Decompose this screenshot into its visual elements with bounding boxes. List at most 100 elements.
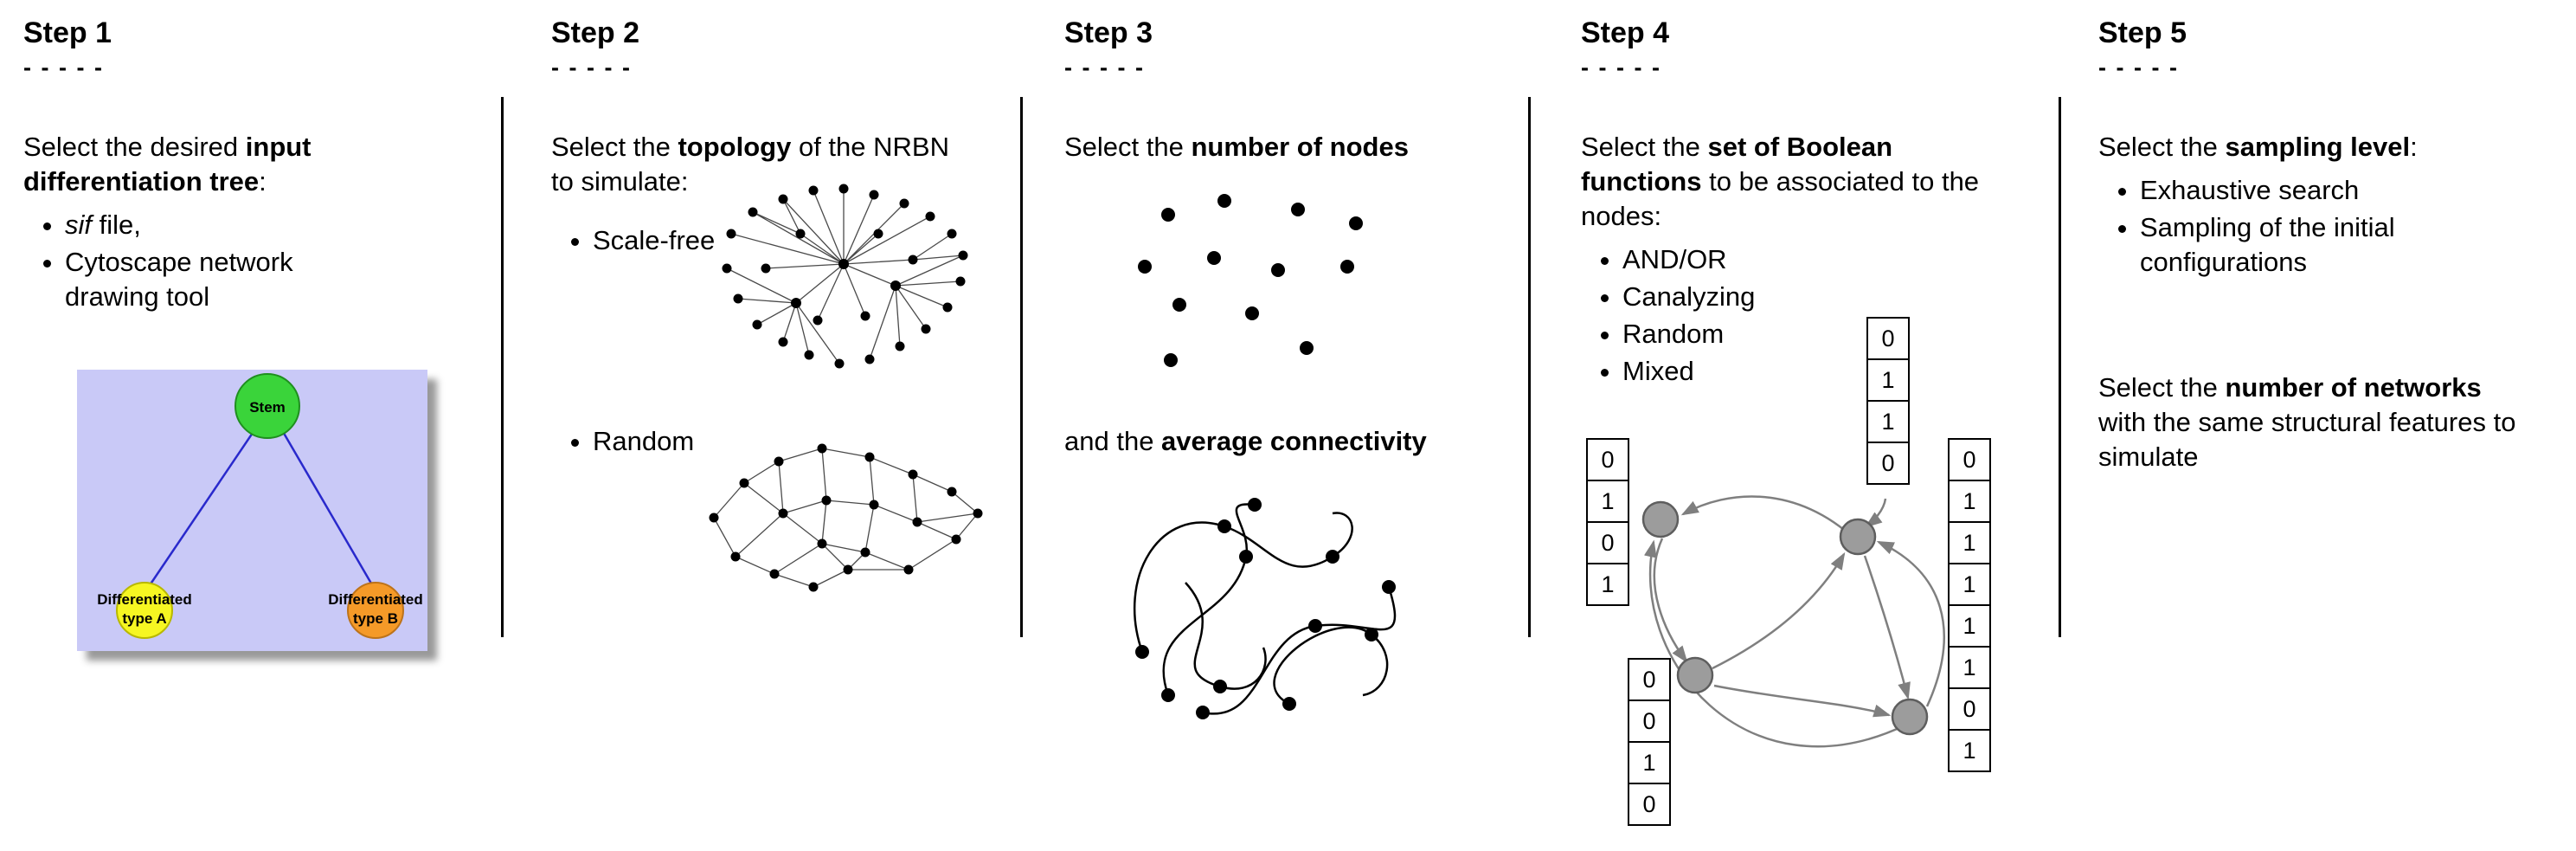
- text-segment: Select the: [551, 131, 678, 162]
- text-segment: Select the: [2098, 131, 2226, 162]
- text-segment: Select the: [1581, 131, 1708, 162]
- column-separator: [501, 97, 504, 637]
- truth-table-cell: 1: [1586, 480, 1629, 523]
- stem-label: Stem: [249, 399, 286, 416]
- text-segment: and the: [1064, 426, 1162, 456]
- random-network-nodes: [709, 443, 983, 592]
- connectivity-tangle-illustration: [1112, 474, 1423, 730]
- tree-edge-a: [146, 429, 256, 589]
- type-a-label-line2: type A: [122, 610, 166, 627]
- truth-table-cell: 0: [1586, 438, 1629, 481]
- tangle-nodes: [1135, 498, 1396, 719]
- text-segment: Exhaustive search: [2140, 174, 2360, 205]
- type-b-label-line1: Differentiated: [328, 591, 423, 608]
- truth-table-cell: 1: [1948, 563, 1991, 606]
- bullet-scale-free: Scale-free: [593, 223, 958, 258]
- text-segment-bold: input differentiation tree: [23, 131, 312, 197]
- nodes-scatter-illustration: [1129, 190, 1389, 394]
- step-1-column: Step 1 - - - - - Select the desired inpu…: [23, 16, 491, 317]
- text-segment: Cytoscape network drawing tool: [65, 246, 293, 312]
- truth-table-cell: 1: [1948, 521, 1991, 564]
- truth-table-cell: 1: [1948, 480, 1991, 523]
- boolean-network-node: [1676, 656, 1714, 694]
- text-segment: :: [259, 165, 267, 197]
- random-network-illustration: [692, 418, 986, 604]
- text-segment: Random: [1622, 318, 1725, 349]
- text-segment: AND/OR: [1622, 243, 1727, 274]
- bullet-and-or: AND/OR: [1622, 242, 2014, 277]
- step-2-column: Step 2 - - - - - Select the topology of …: [551, 16, 958, 461]
- text-segment-bold: average connectivity: [1161, 426, 1427, 456]
- type-a-label-line1: Differentiated: [97, 591, 192, 608]
- truth-table-cell: 1: [1948, 604, 1991, 648]
- text-segment: Select the: [1064, 131, 1192, 162]
- text-segment: Scale-free: [593, 224, 716, 255]
- step-4-title: Step 4: [1581, 16, 1670, 49]
- type-b-node: [347, 582, 404, 639]
- bullet-mixed: Mixed: [1622, 354, 2014, 389]
- step-4-instruction: Select the set of Boolean functions to b…: [1581, 130, 2014, 234]
- step-2-dashed-rule: - - - - -: [551, 54, 632, 81]
- step-5-column: Step 5 - - - - - Select the sampling lev…: [2098, 16, 2531, 474]
- stem-node: [234, 373, 300, 439]
- text-segment-bold: topology: [678, 131, 792, 162]
- text-segment-italic: sif: [65, 209, 92, 240]
- step-1-instruction: Select the desired input differentiation…: [23, 130, 491, 199]
- bullet-random: Random: [593, 424, 958, 459]
- text-segment: :: [2410, 131, 2418, 162]
- step-5-bullet-list: Exhaustive search Sampling of the initia…: [2098, 173, 2531, 280]
- truth-table-cell: 0: [1628, 658, 1671, 701]
- tangle-curves: [1134, 503, 1397, 715]
- text-segment: of the NRBN to simulate:: [551, 131, 949, 197]
- step-4-column: Step 4 - - - - - Select the set of Boole…: [1581, 16, 2014, 391]
- truth-table-cell: 0: [1866, 317, 1910, 360]
- type-b-label-line2: type B: [353, 610, 398, 627]
- step-1-title: Step 1: [23, 16, 112, 49]
- step-5-dashed-rule: - - - - -: [2098, 54, 2179, 81]
- bullet-exhaustive-search: Exhaustive search: [2140, 173, 2531, 208]
- step-3-dashed-rule: - - - - -: [1064, 54, 1145, 81]
- column-separator: [1020, 97, 1023, 637]
- step-5-title: Step 5: [2098, 16, 2187, 49]
- truth-table-cell: 0: [1948, 687, 1991, 731]
- column-separator: [1528, 97, 1531, 637]
- text-segment-bold: set of Boolean functions: [1581, 131, 1893, 197]
- text-segment-bold: sampling level: [2225, 131, 2411, 162]
- step-3-instruction-2: and the average connectivity: [1064, 424, 1670, 459]
- truth-table-cell: 1: [1628, 741, 1671, 784]
- type-a-node: [116, 582, 173, 639]
- scale-free-network-illustration: [714, 182, 973, 390]
- step-3-title: Step 3: [1064, 16, 1153, 49]
- scale-free-nodes: [722, 184, 968, 369]
- differentiation-tree-illustration: Stem Differentiated type A Differentiate…: [77, 370, 427, 651]
- scatter-dots: [1138, 194, 1363, 367]
- boolean-network-nodes: [1641, 500, 1929, 736]
- truth-table-cell: 0: [1948, 438, 1991, 481]
- text-segment: file,: [92, 209, 141, 240]
- truth-table-cell: 1: [1866, 358, 1910, 402]
- step-1-dashed-rule: - - - - -: [23, 54, 104, 81]
- tree-edge-b: [280, 429, 376, 589]
- truth-table-cell: 1: [1866, 400, 1910, 443]
- column-separator: [2059, 97, 2061, 637]
- step-2-title: Step 2: [551, 16, 640, 49]
- text-segment: Select the desired: [23, 131, 246, 162]
- text-segment: Sampling of the initial configurations: [2140, 211, 2395, 277]
- truth-table-cell: 0: [1866, 442, 1910, 485]
- step-5-instruction: Select the sampling level:: [2098, 130, 2531, 164]
- text-segment-bold: number of nodes: [1191, 131, 1409, 162]
- truth-table-cell: 0: [1628, 699, 1671, 743]
- truth-table-cell: 1: [1586, 563, 1629, 606]
- bullet-sampling-initial-configurations: Sampling of the initial configurations: [2140, 210, 2531, 280]
- step-4-dashed-rule: - - - - -: [1581, 54, 1661, 81]
- step-2-bullet-list: Scale-free Random: [551, 223, 958, 459]
- text-segment: with the same structural features to sim…: [2098, 406, 2516, 472]
- truth-table-cell: 1: [1948, 646, 1991, 689]
- boolean-network-node: [1891, 698, 1929, 736]
